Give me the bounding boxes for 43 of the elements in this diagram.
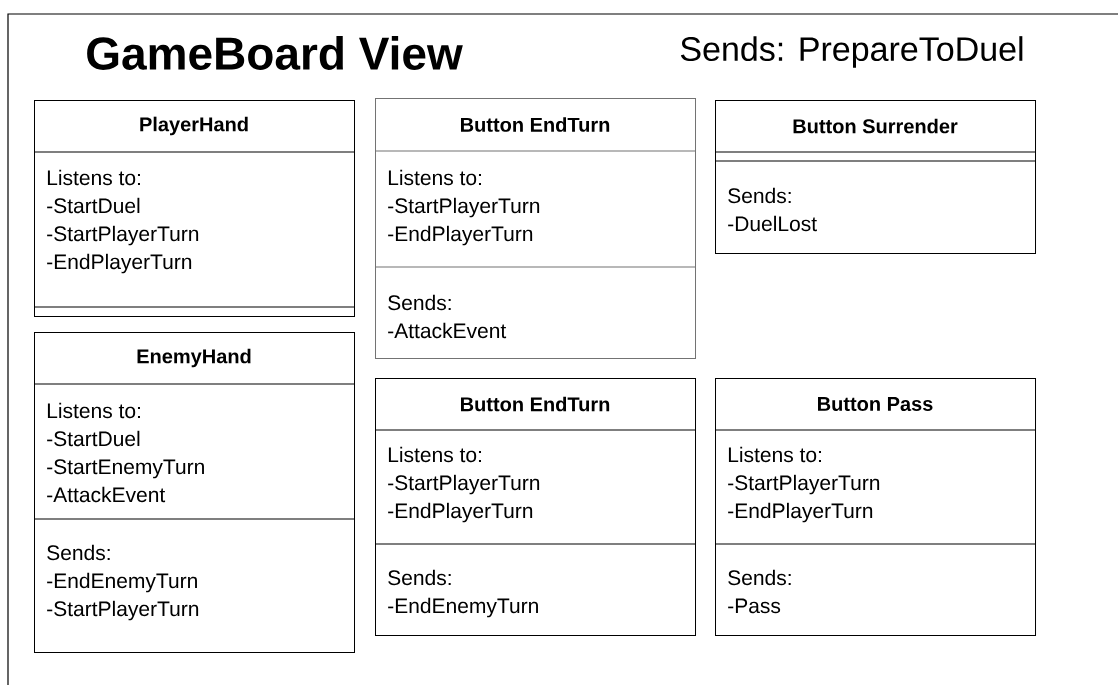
- class-title: Button Pass: [818, 397, 933, 411]
- member-text: -StartEnemyTurn: [47, 459, 204, 479]
- member-text: -Pass: [728, 598, 781, 614]
- member-text: Sends:: [728, 187, 791, 204]
- member-text: Listens to:: [47, 402, 140, 419]
- class-title: EnemyHand: [137, 348, 251, 368]
- class-box: [33, 100, 355, 317]
- member-text: Sends:: [47, 544, 110, 561]
- class-title: PlayerHand: [140, 116, 248, 136]
- frame-heading: GameBoard View: [87, 36, 463, 70]
- member-text: -EndEnemyTurn: [47, 572, 197, 593]
- member-text: Listens to:: [388, 446, 481, 463]
- class-box: [374, 98, 696, 359]
- member-text: -EndPlayerTurn: [47, 253, 192, 274]
- class-title: Button Surrender: [793, 118, 958, 134]
- member-text: -StartPlayerTurn: [388, 197, 540, 218]
- member-text: -AttackEvent: [388, 322, 507, 339]
- member-text: -AttackEvent: [47, 486, 166, 503]
- class-title: Button EndTurn: [461, 396, 610, 412]
- class-box: [714, 378, 1036, 636]
- member-text: Listens to:: [47, 169, 140, 186]
- member-text: -DuelLost: [728, 215, 817, 232]
- member-text: Sends:: [728, 569, 791, 586]
- frame: [7, 13, 1118, 685]
- sends-text: Sends: PrepareToDuel: [680, 36, 1023, 68]
- member-text: Listens to:: [728, 446, 821, 463]
- member-text: Sends:: [388, 294, 451, 311]
- member-text: -StartPlayerTurn: [728, 474, 880, 495]
- class-box: [374, 378, 696, 636]
- member-text: -StartDuel: [47, 197, 140, 214]
- member-text: -EndPlayerTurn: [388, 225, 533, 246]
- member-text: -EndPlayerTurn: [728, 502, 873, 523]
- class-title: Button EndTurn: [461, 117, 610, 132]
- member-text: Listens to:: [388, 169, 481, 186]
- member-text: -StartPlayerTurn: [47, 600, 199, 621]
- member-text: -EndPlayerTurn: [388, 502, 533, 523]
- class-box: [33, 332, 355, 653]
- member-text: Sends:: [388, 569, 451, 586]
- member-text: -StartPlayerTurn: [388, 474, 540, 495]
- member-text: -StartPlayerTurn: [47, 225, 199, 246]
- class-box: [714, 100, 1036, 254]
- member-text: -StartDuel: [47, 430, 140, 447]
- member-text: -EndEnemyTurn: [388, 597, 538, 618]
